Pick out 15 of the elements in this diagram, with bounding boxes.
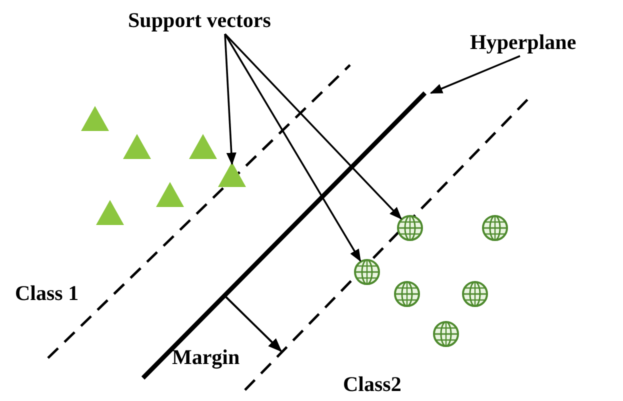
triangle-marker xyxy=(81,106,109,131)
leader-arrow xyxy=(224,34,236,166)
triangle-marker xyxy=(96,200,124,225)
globe-icon xyxy=(433,321,459,347)
leader-arrow xyxy=(430,55,520,94)
class-label: Class2 xyxy=(343,374,402,395)
class-label: Class 1 xyxy=(15,283,79,304)
globe-icon xyxy=(462,281,488,307)
class-label: Margin xyxy=(172,347,240,368)
callout-label: Hyperplane xyxy=(470,32,576,53)
globe-icon xyxy=(482,215,508,241)
leader-arrow xyxy=(224,34,362,262)
leader-arrow xyxy=(224,33,402,220)
callout-label: Support vectors xyxy=(128,10,271,31)
triangle-marker xyxy=(123,134,151,159)
